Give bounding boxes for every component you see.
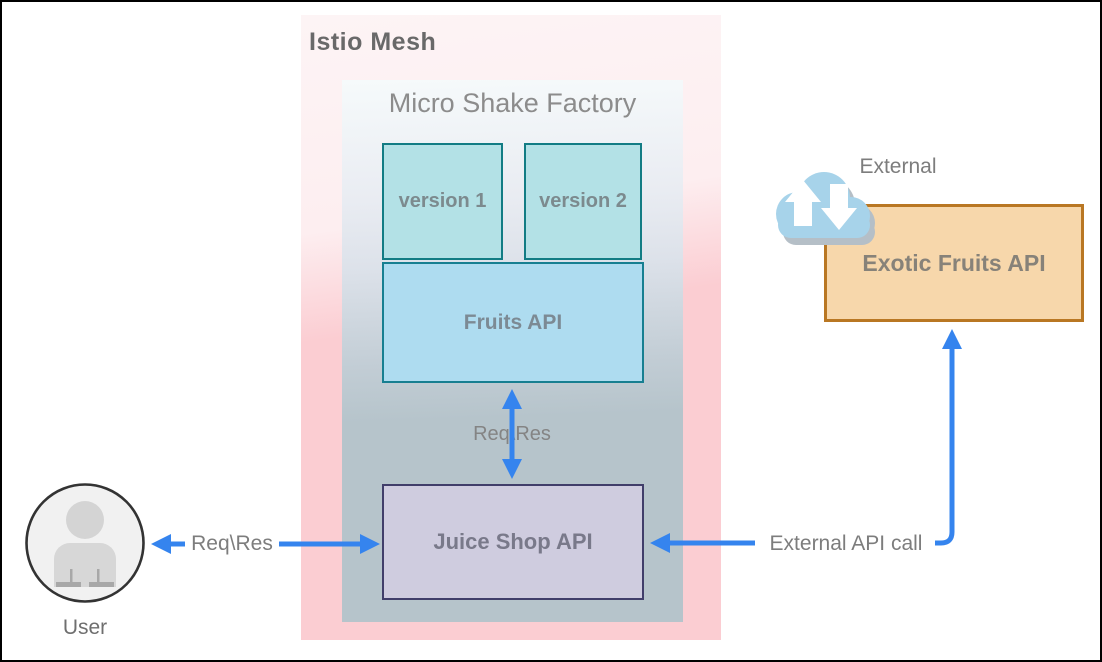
node-version-2: version 2 [524, 143, 642, 260]
edge-label-user-juice: Req\Res [191, 532, 273, 555]
istio-mesh-label: Istio Mesh [309, 28, 437, 56]
fruits-api-label: Fruits API [463, 310, 563, 334]
external-label: External [859, 155, 937, 178]
arrow-to-exotic [935, 329, 962, 546]
exotic-fruits-api-label: Exotic Fruits API [862, 249, 1046, 276]
node-fruits-api: Fruits API [382, 262, 644, 383]
edge-label-fruits-juice: Req\Res [473, 423, 551, 445]
user-label: User [62, 616, 108, 639]
cloud-up-down-arrows-icon [776, 172, 875, 245]
version-1-label: version 1 [398, 190, 487, 212]
user-icon [25, 483, 145, 603]
istio-mesh-zone: Istio Mesh Micro Shake Factory version 1… [301, 15, 721, 640]
node-juice-shop-api: Juice Shop API [382, 484, 644, 600]
edge-label-external-api-call: External API call [769, 532, 923, 555]
micro-shake-factory-zone: Micro Shake Factory version 1 version 2 … [342, 80, 683, 622]
micro-shake-factory-label: Micro Shake Factory [388, 88, 637, 118]
juice-shop-api-label: Juice Shop API [433, 529, 593, 554]
node-version-1: version 1 [382, 143, 503, 260]
version-2-label: version 2 [539, 190, 627, 212]
user-node: User [23, 481, 147, 640]
node-exotic-fruits-api: Exotic Fruits API [824, 204, 1084, 322]
